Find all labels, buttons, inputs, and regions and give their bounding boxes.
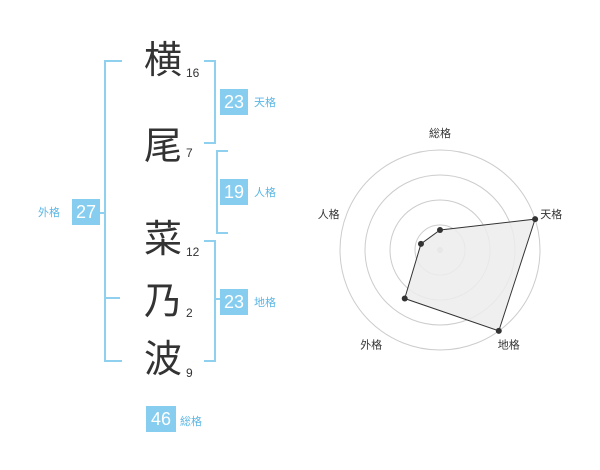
- tenkaku-label: 天格: [254, 96, 276, 109]
- radar-point-5: [417, 240, 424, 247]
- radar-points: [401, 216, 539, 334]
- chikaku-label: 地格: [254, 296, 276, 309]
- tenkaku-value: 23: [220, 89, 248, 115]
- soukaku-value: 46: [146, 406, 176, 432]
- name-char-4: 乃: [143, 279, 182, 323]
- name-char-3: 菜: [143, 217, 182, 261]
- stroke-count-3: 12: [186, 245, 200, 259]
- chikaku-bracket: [204, 240, 216, 362]
- tenkaku-bracket: [204, 60, 216, 144]
- radar-series-area: [404, 218, 536, 332]
- stroke-count-1: 16: [186, 66, 200, 80]
- radar-axis-label-1: 総格: [429, 126, 451, 140]
- radar-axis-label-5: 人格: [318, 207, 340, 221]
- stroke-count-5: 9: [186, 366, 193, 380]
- gaikaku-label: 外格: [38, 206, 60, 219]
- radar-point-2: [532, 216, 539, 223]
- gaikaku-bracket-tick: [104, 297, 120, 299]
- stroke-count-4: 2: [186, 306, 193, 320]
- radar-point-3: [495, 327, 502, 334]
- radar-axis-label-3: 地格: [498, 338, 520, 352]
- radar-point-4: [401, 295, 408, 302]
- gaikaku-value: 27: [72, 199, 100, 225]
- chikaku-value: 23: [220, 289, 248, 315]
- jinkaku-bracket: [216, 150, 228, 234]
- stroke-count-2: 7: [186, 146, 193, 160]
- radar-axis-label-4: 外格: [360, 338, 382, 352]
- gaikaku-bracket: [104, 60, 122, 362]
- soukaku-label: 総格: [180, 415, 202, 428]
- radar-point-1: [437, 227, 443, 233]
- gaikaku-bracket-connector: [98, 212, 106, 214]
- name-char-1: 横: [143, 38, 182, 82]
- name-char-2: 尾: [143, 124, 182, 168]
- radar-axis-label-2: 天格: [540, 207, 562, 221]
- radar-ring-4: [339, 149, 541, 351]
- jinkaku-value: 19: [220, 179, 248, 205]
- chikaku-bracket-connector: [214, 298, 220, 300]
- jinkaku-label: 人格: [254, 186, 276, 199]
- name-char-5: 波: [143, 337, 182, 381]
